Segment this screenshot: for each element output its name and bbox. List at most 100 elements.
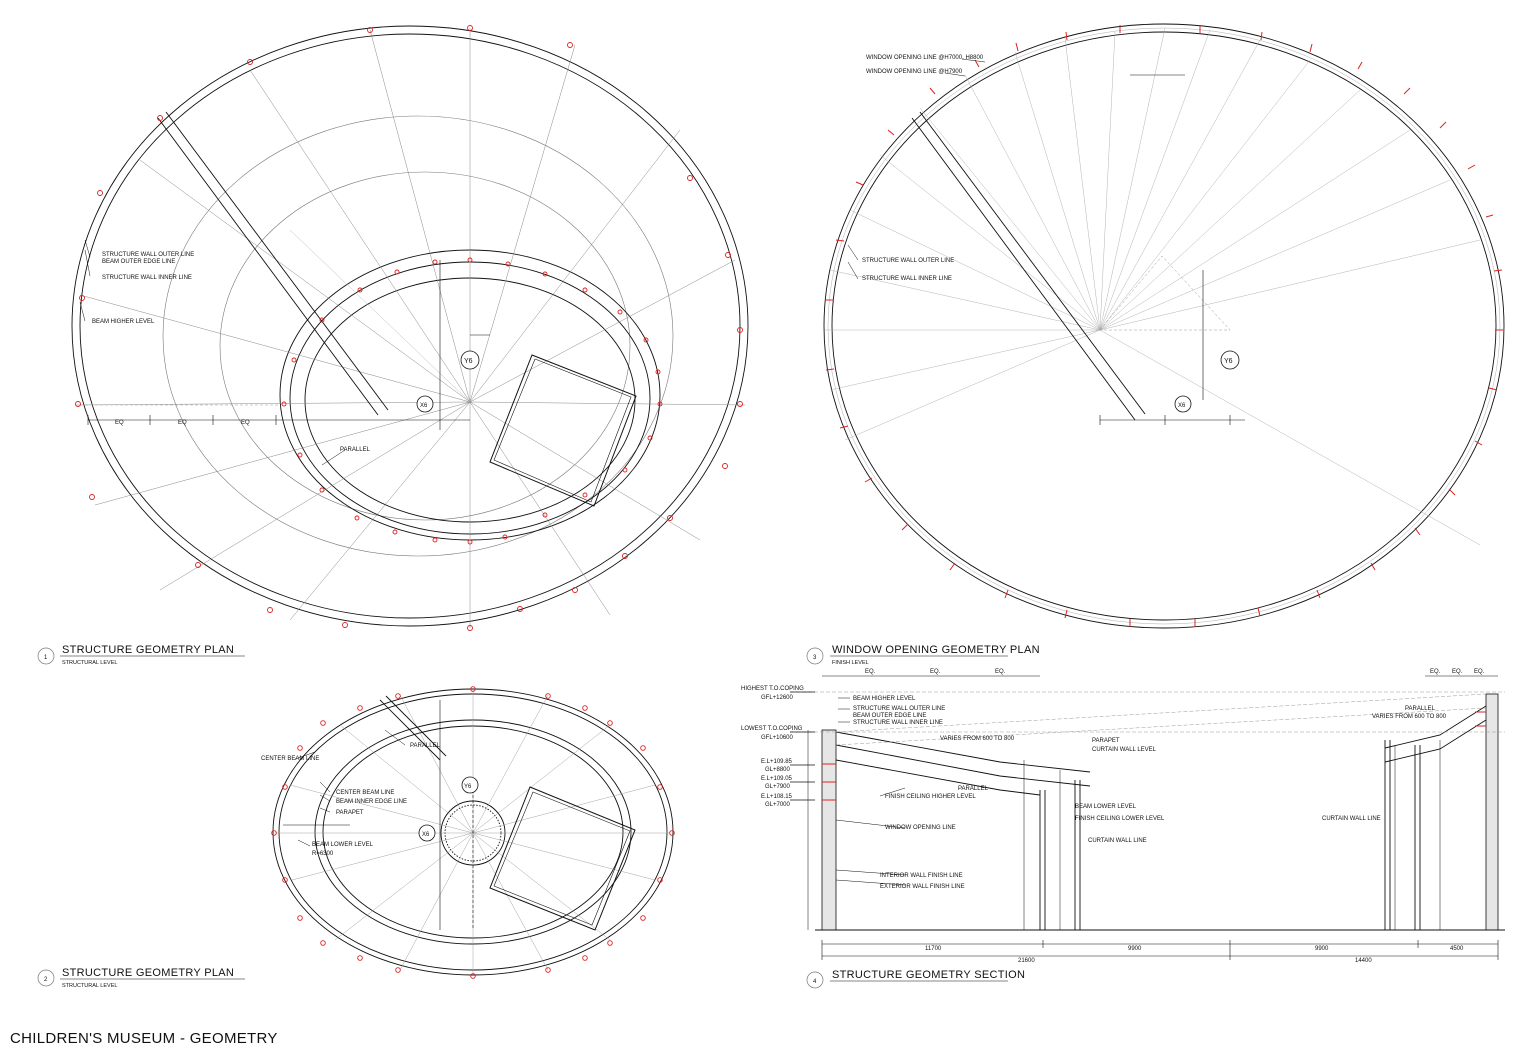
- svg-text:Y6: Y6: [464, 784, 472, 790]
- svg-text:3: 3: [813, 655, 817, 661]
- section-label-wall-outer: STRUCTURE WALL OUTER LINE: [853, 706, 945, 712]
- section-red-markers: [822, 711, 1486, 801]
- svg-text:STRUCTURE GEOMETRY PLAN: STRUCTURE GEOMETRY PLAN: [62, 967, 234, 979]
- plan2-leaders: [294, 729, 406, 847]
- section-label-lowest-gfl: GFL+10600: [761, 735, 794, 741]
- plan-2-structure-geometry: Y6 X6 PARALLEL CENTER BEAM LINE CENTER B…: [261, 686, 675, 979]
- plan3-window-ticks: [825, 25, 1503, 627]
- section-label-gl1: GL+8800: [765, 767, 791, 773]
- plan3-diagonal-beam: [911, 111, 1146, 421]
- plan3-label-window-line-1: WINDOW OPENING LINE @H7000, H8800: [866, 55, 984, 61]
- section-eq-4: EQ.: [1430, 669, 1441, 675]
- plan1-label-parallel: PARALLEL: [340, 447, 371, 453]
- section-left-wall: [821, 729, 837, 931]
- svg-text:2: 2: [44, 977, 48, 983]
- section-eq-5: EQ.: [1452, 669, 1463, 675]
- plan1-outer-wall-inner: [79, 33, 741, 619]
- section-label-gl3: GL+7000: [765, 802, 791, 808]
- plan1-dimension-lines: [85, 260, 490, 430]
- plan3-label-wall-outer: STRUCTURE WALL OUTER LINE: [862, 258, 954, 264]
- plan2-red-markers: [271, 686, 675, 979]
- svg-text:1: 1: [44, 655, 48, 661]
- section-eq-1: EQ.: [865, 669, 876, 675]
- plan1-radial-lines: [74, 28, 746, 628]
- section-label-interior-finish: INTERIOR WALL FINISH LINE: [880, 873, 963, 879]
- section-label-lowest-coping: LOWEST T.O.COPING: [741, 726, 803, 732]
- plan1-leaders: [79, 239, 346, 466]
- caption-drawing-1: 1 STRUCTURE GEOMETRY PLAN STRUCTURAL LEV…: [37, 644, 245, 666]
- svg-text:STRUCTURAL LEVEL: STRUCTURAL LEVEL: [62, 983, 117, 989]
- plan3-grid-bubble-x: X6: [1174, 395, 1192, 413]
- plan1-label-wall-outer: STRUCTURE WALL OUTER LINE: [102, 252, 194, 258]
- section-dim-4500: 4500: [1450, 946, 1464, 952]
- plan2-diagonal-beam: [379, 695, 447, 761]
- plan2-rotated-square-inner: [493, 791, 631, 926]
- plan1-label-beam-higher: BEAM HIGHER LEVEL: [92, 319, 155, 325]
- plan1-beam-ring-1: [162, 115, 674, 557]
- section-label-parallel: PARALLEL: [958, 786, 989, 792]
- section-vertical-dims: [807, 730, 1441, 930]
- section-label-beam-outer: BEAM OUTER EDGE LINE: [853, 713, 926, 719]
- section-eq-6: EQ.: [1474, 669, 1485, 675]
- plan3-construction-triangle: [1099, 255, 1231, 331]
- section-label-el2: E.L+109.05: [761, 776, 793, 782]
- plan2-label-beam-lower: BEAM LOWER LEVEL: [312, 842, 374, 848]
- plan3-fan-rays: [825, 27, 1481, 546]
- plan3-label-wall-inner: STRUCTURE WALL INNER LINE: [862, 276, 952, 282]
- plan2-label-center-beam-2: CENTER BEAM LINE: [336, 790, 394, 796]
- section-label-varies-right: VARIES FROM 600 TO 800: [1372, 714, 1447, 720]
- plan1-label-eq-2: EQ: [178, 420, 187, 426]
- section-label-highest-coping: HIGHEST T.O.COPING: [741, 686, 804, 692]
- section-label-window-opening: WINDOW OPENING LINE: [885, 825, 956, 831]
- section-label-el1: E.L+109.85: [761, 759, 793, 765]
- plan1-label-eq-3: EQ: [241, 420, 250, 426]
- section-label-highest-gfl: GFL+12600: [761, 695, 794, 701]
- section-coping-lines: [790, 691, 1505, 746]
- plan2-grid-bubble-x: X6: [418, 824, 436, 842]
- plan2-label-beam-inner: BEAM INNER EDGE LINE: [336, 799, 407, 805]
- svg-text:FINISH LEVEL: FINISH LEVEL: [832, 660, 869, 666]
- section-label-parallel-right: PARALLEL: [1405, 706, 1436, 712]
- section-label-varies: VARIES FROM 600 TO 800: [940, 736, 1015, 742]
- section-dim-9900-b: 9900: [1315, 946, 1329, 952]
- section-dim-14400: 14400: [1355, 958, 1372, 964]
- caption-drawing-4: 4 STRUCTURE GEOMETRY SECTION: [806, 969, 1025, 989]
- plan1-diagonal-beam: [157, 111, 389, 416]
- svg-text:Y6: Y6: [1224, 358, 1233, 365]
- svg-text:X6: X6: [422, 832, 430, 838]
- plan2-dimension-lines: [283, 700, 474, 930]
- plan1-grid-bubble-x: X6: [416, 395, 434, 413]
- svg-text:4: 4: [813, 979, 817, 985]
- section-dim-21600: 21600: [1018, 958, 1035, 964]
- plan1-label-eq-1: EQ: [115, 420, 124, 426]
- plan2-radial-lines: [275, 690, 670, 975]
- section-dim-9900-a: 9900: [1128, 946, 1142, 952]
- plan2-rotated-square: [489, 786, 636, 931]
- caption-drawing-3: 3 WINDOW OPENING GEOMETRY PLAN FINISH LE…: [806, 644, 1040, 666]
- section-label-curtain-line: CURTAIN WALL LINE: [1088, 838, 1147, 844]
- section-label-exterior-finish: EXTERIOR WALL FINISH LINE: [880, 884, 965, 890]
- caption-drawing-2: 2 STRUCTURE GEOMETRY PLAN STRUCTURAL LEV…: [37, 967, 245, 989]
- svg-text:X6: X6: [1178, 403, 1186, 409]
- section-label-beam-higher: BEAM HIGHER LEVEL: [853, 696, 916, 702]
- plan1-rotated-square: [489, 354, 637, 507]
- section-dim-11700: 11700: [925, 946, 942, 952]
- section-label-finish-ceiling-higher: FINISH CEILING HIGHER LEVEL: [885, 794, 976, 800]
- plan1-label-beam-outer: BEAM OUTER EDGE LINE: [102, 259, 175, 265]
- section-eq-2: EQ.: [930, 669, 941, 675]
- section-right-wall: [1485, 693, 1499, 931]
- section-label-curtain-line-right: CURTAIN WALL LINE: [1322, 816, 1381, 822]
- plan3-leaders: [847, 58, 986, 280]
- section-column-left: [1039, 780, 1081, 930]
- section-label-el3: E.L+108.15: [761, 794, 793, 800]
- plan2-label-parapet: PARAPET: [336, 810, 364, 816]
- svg-text:X6: X6: [420, 403, 428, 409]
- sheet-title: CHILDREN'S MUSEUM - GEOMETRY: [10, 1030, 278, 1047]
- plan3-outer-wall-inner: [831, 31, 1497, 621]
- plan1-label-wall-inner: STRUCTURE WALL INNER LINE: [102, 275, 192, 281]
- section-label-curtain-level: CURTAIN WALL LEVEL: [1092, 747, 1157, 753]
- section-leaders: [835, 697, 906, 886]
- section-4-structure-geometry: HIGHEST T.O.COPING GFL+12600 LOWEST T.O.…: [741, 669, 1505, 964]
- plan2-label-center-beam: CENTER BEAM LINE: [261, 756, 319, 762]
- plan3-label-window-line-2: WINDOW OPENING LINE @H7900: [866, 69, 963, 75]
